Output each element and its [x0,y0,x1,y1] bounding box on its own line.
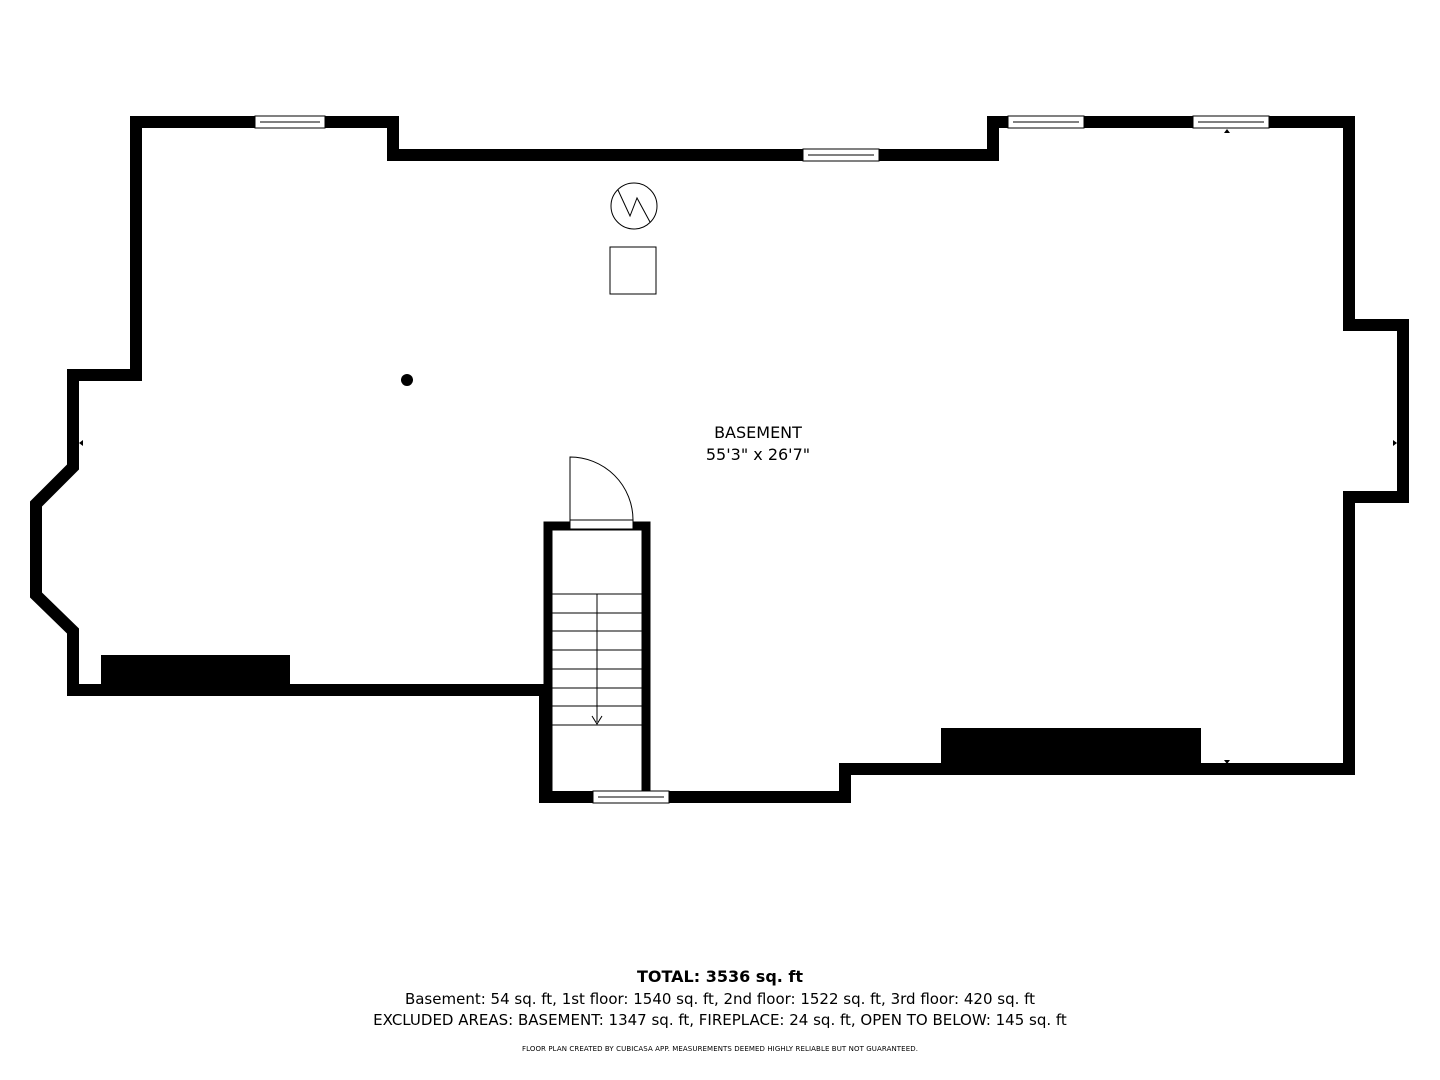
staircase [552,593,642,726]
room-name: BASEMENT [714,423,802,442]
wall-markers [79,129,1397,764]
floor-areas: Basement: 54 sq. ft, 1st floor: 1540 sq.… [404,990,1036,1008]
water-heater-icon [610,182,658,230]
window-bottom-stair [592,790,670,804]
credit-note: FLOOR PLAN CREATED BY CUBICASA APP. MEAS… [521,1045,919,1053]
stair-direction-arrow-icon [591,715,603,725]
total-area: TOTAL: 3536 sq. ft [636,967,804,986]
exterior-wall [30,116,1409,803]
built-in-block-left [101,655,290,685]
door-swing [569,456,634,521]
furnace-icon [609,246,657,295]
window-top-right-1 [1007,115,1085,129]
window-top-center [802,148,880,162]
window-top-right-2 [1192,115,1270,129]
support-post-icon [401,374,413,386]
built-in-block-right [941,728,1201,765]
windows [254,115,1270,804]
room-dimensions: 55'3" x 26'7" [706,445,810,464]
door-opening [569,519,634,530]
window-top-left [254,115,326,129]
excluded-areas: EXCLUDED AREAS: BASEMENT: 1347 sq. ft, F… [373,1011,1067,1029]
